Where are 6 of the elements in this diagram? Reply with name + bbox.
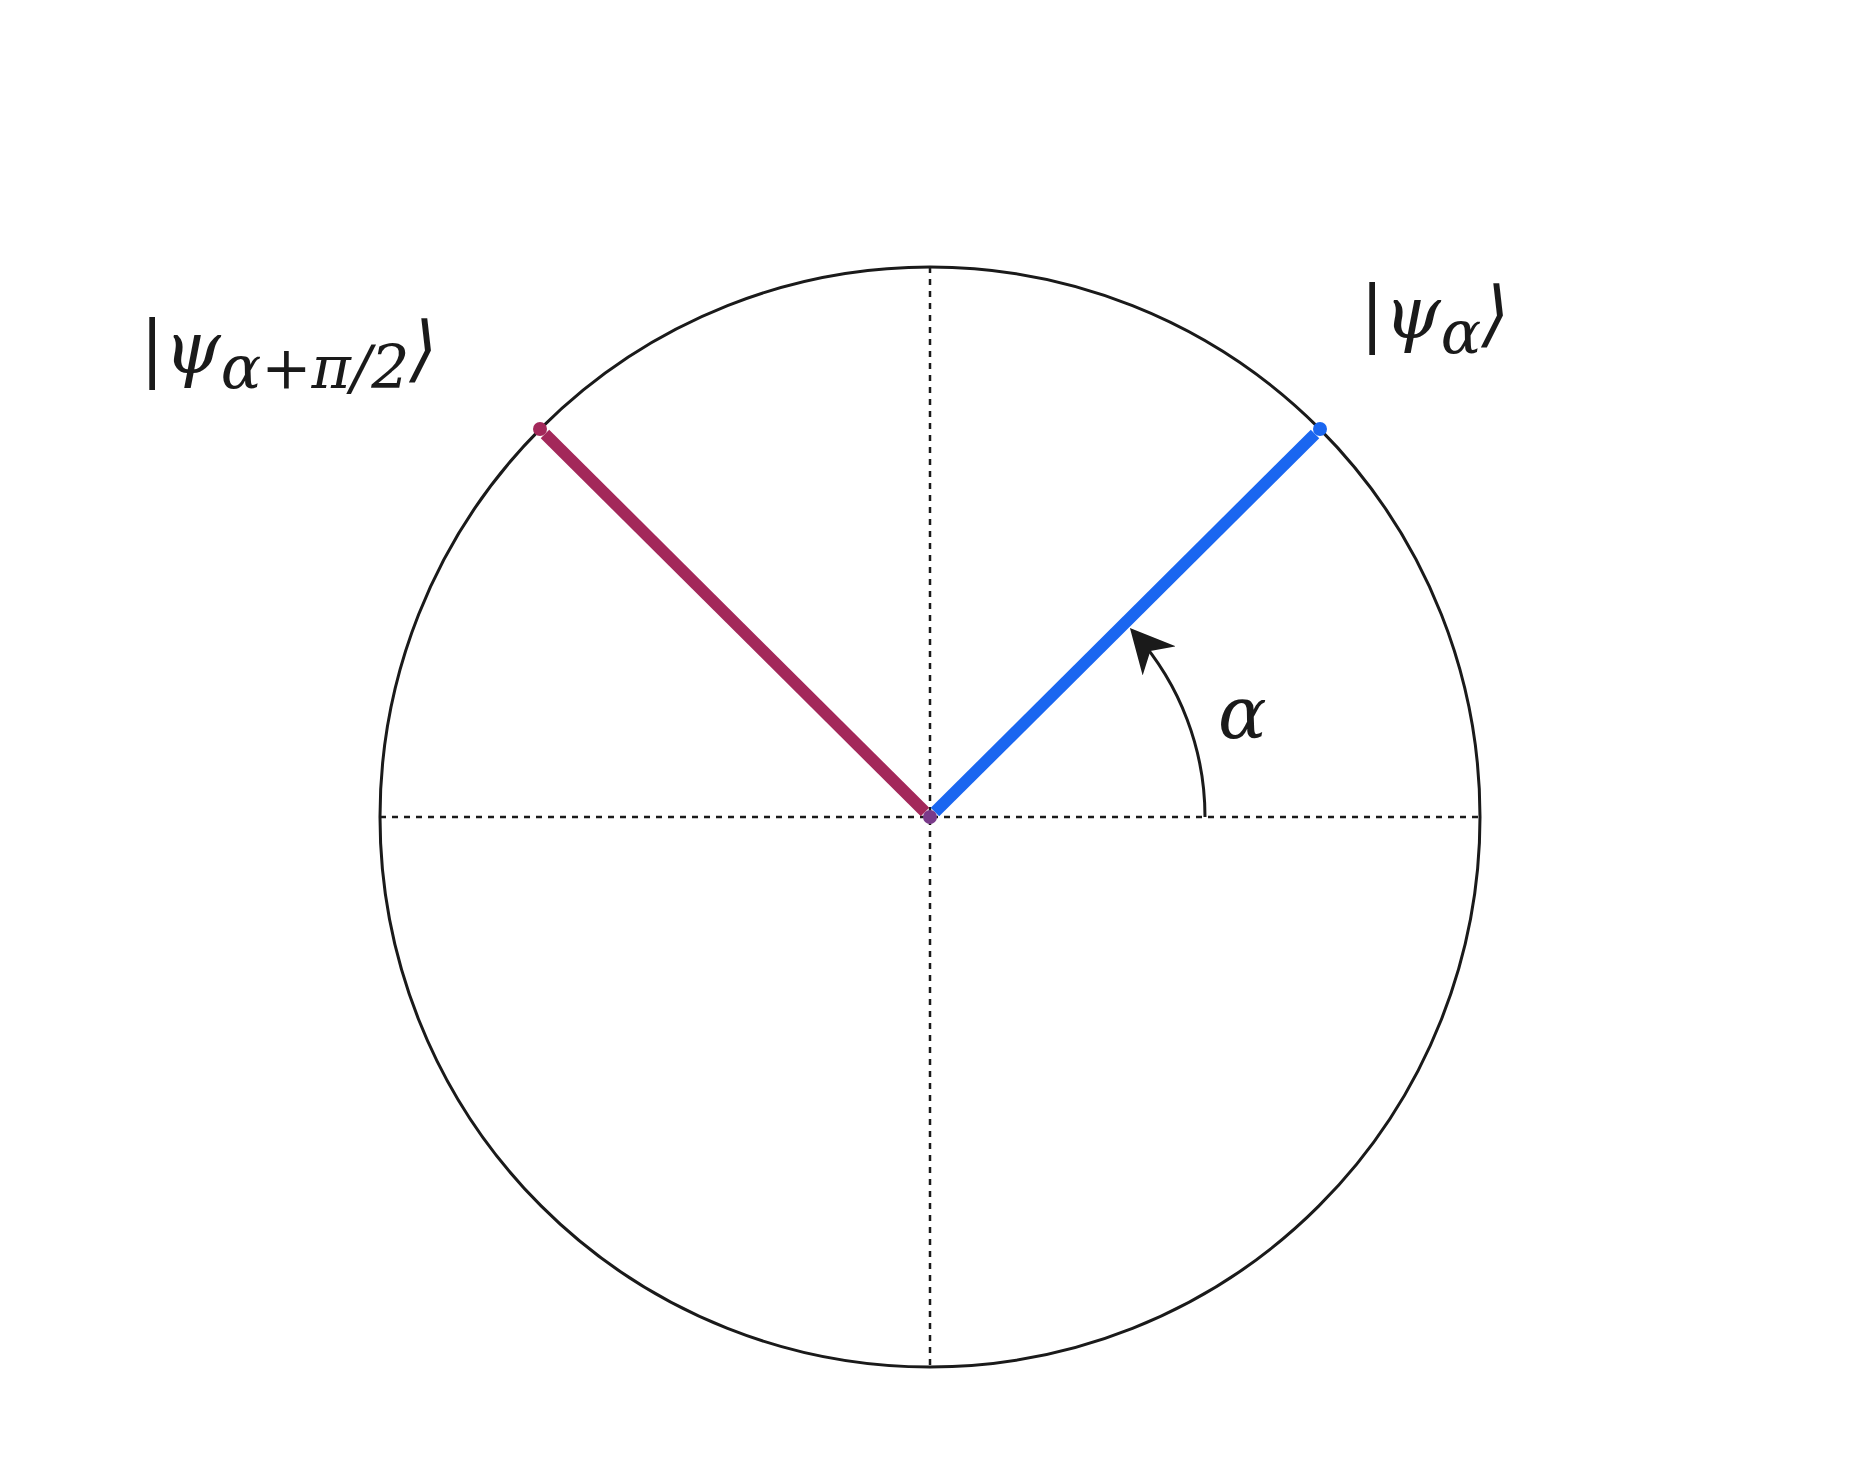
point-dot: [923, 810, 937, 824]
point-dot: [1313, 422, 1327, 436]
state-label: |ψ$_{α}$⟩: [1360, 270, 1510, 369]
state-label: |ψ$_{α+π/2}$⟩: [140, 305, 438, 404]
angle-label: α: [1218, 670, 1267, 757]
point-dot: [533, 422, 547, 436]
